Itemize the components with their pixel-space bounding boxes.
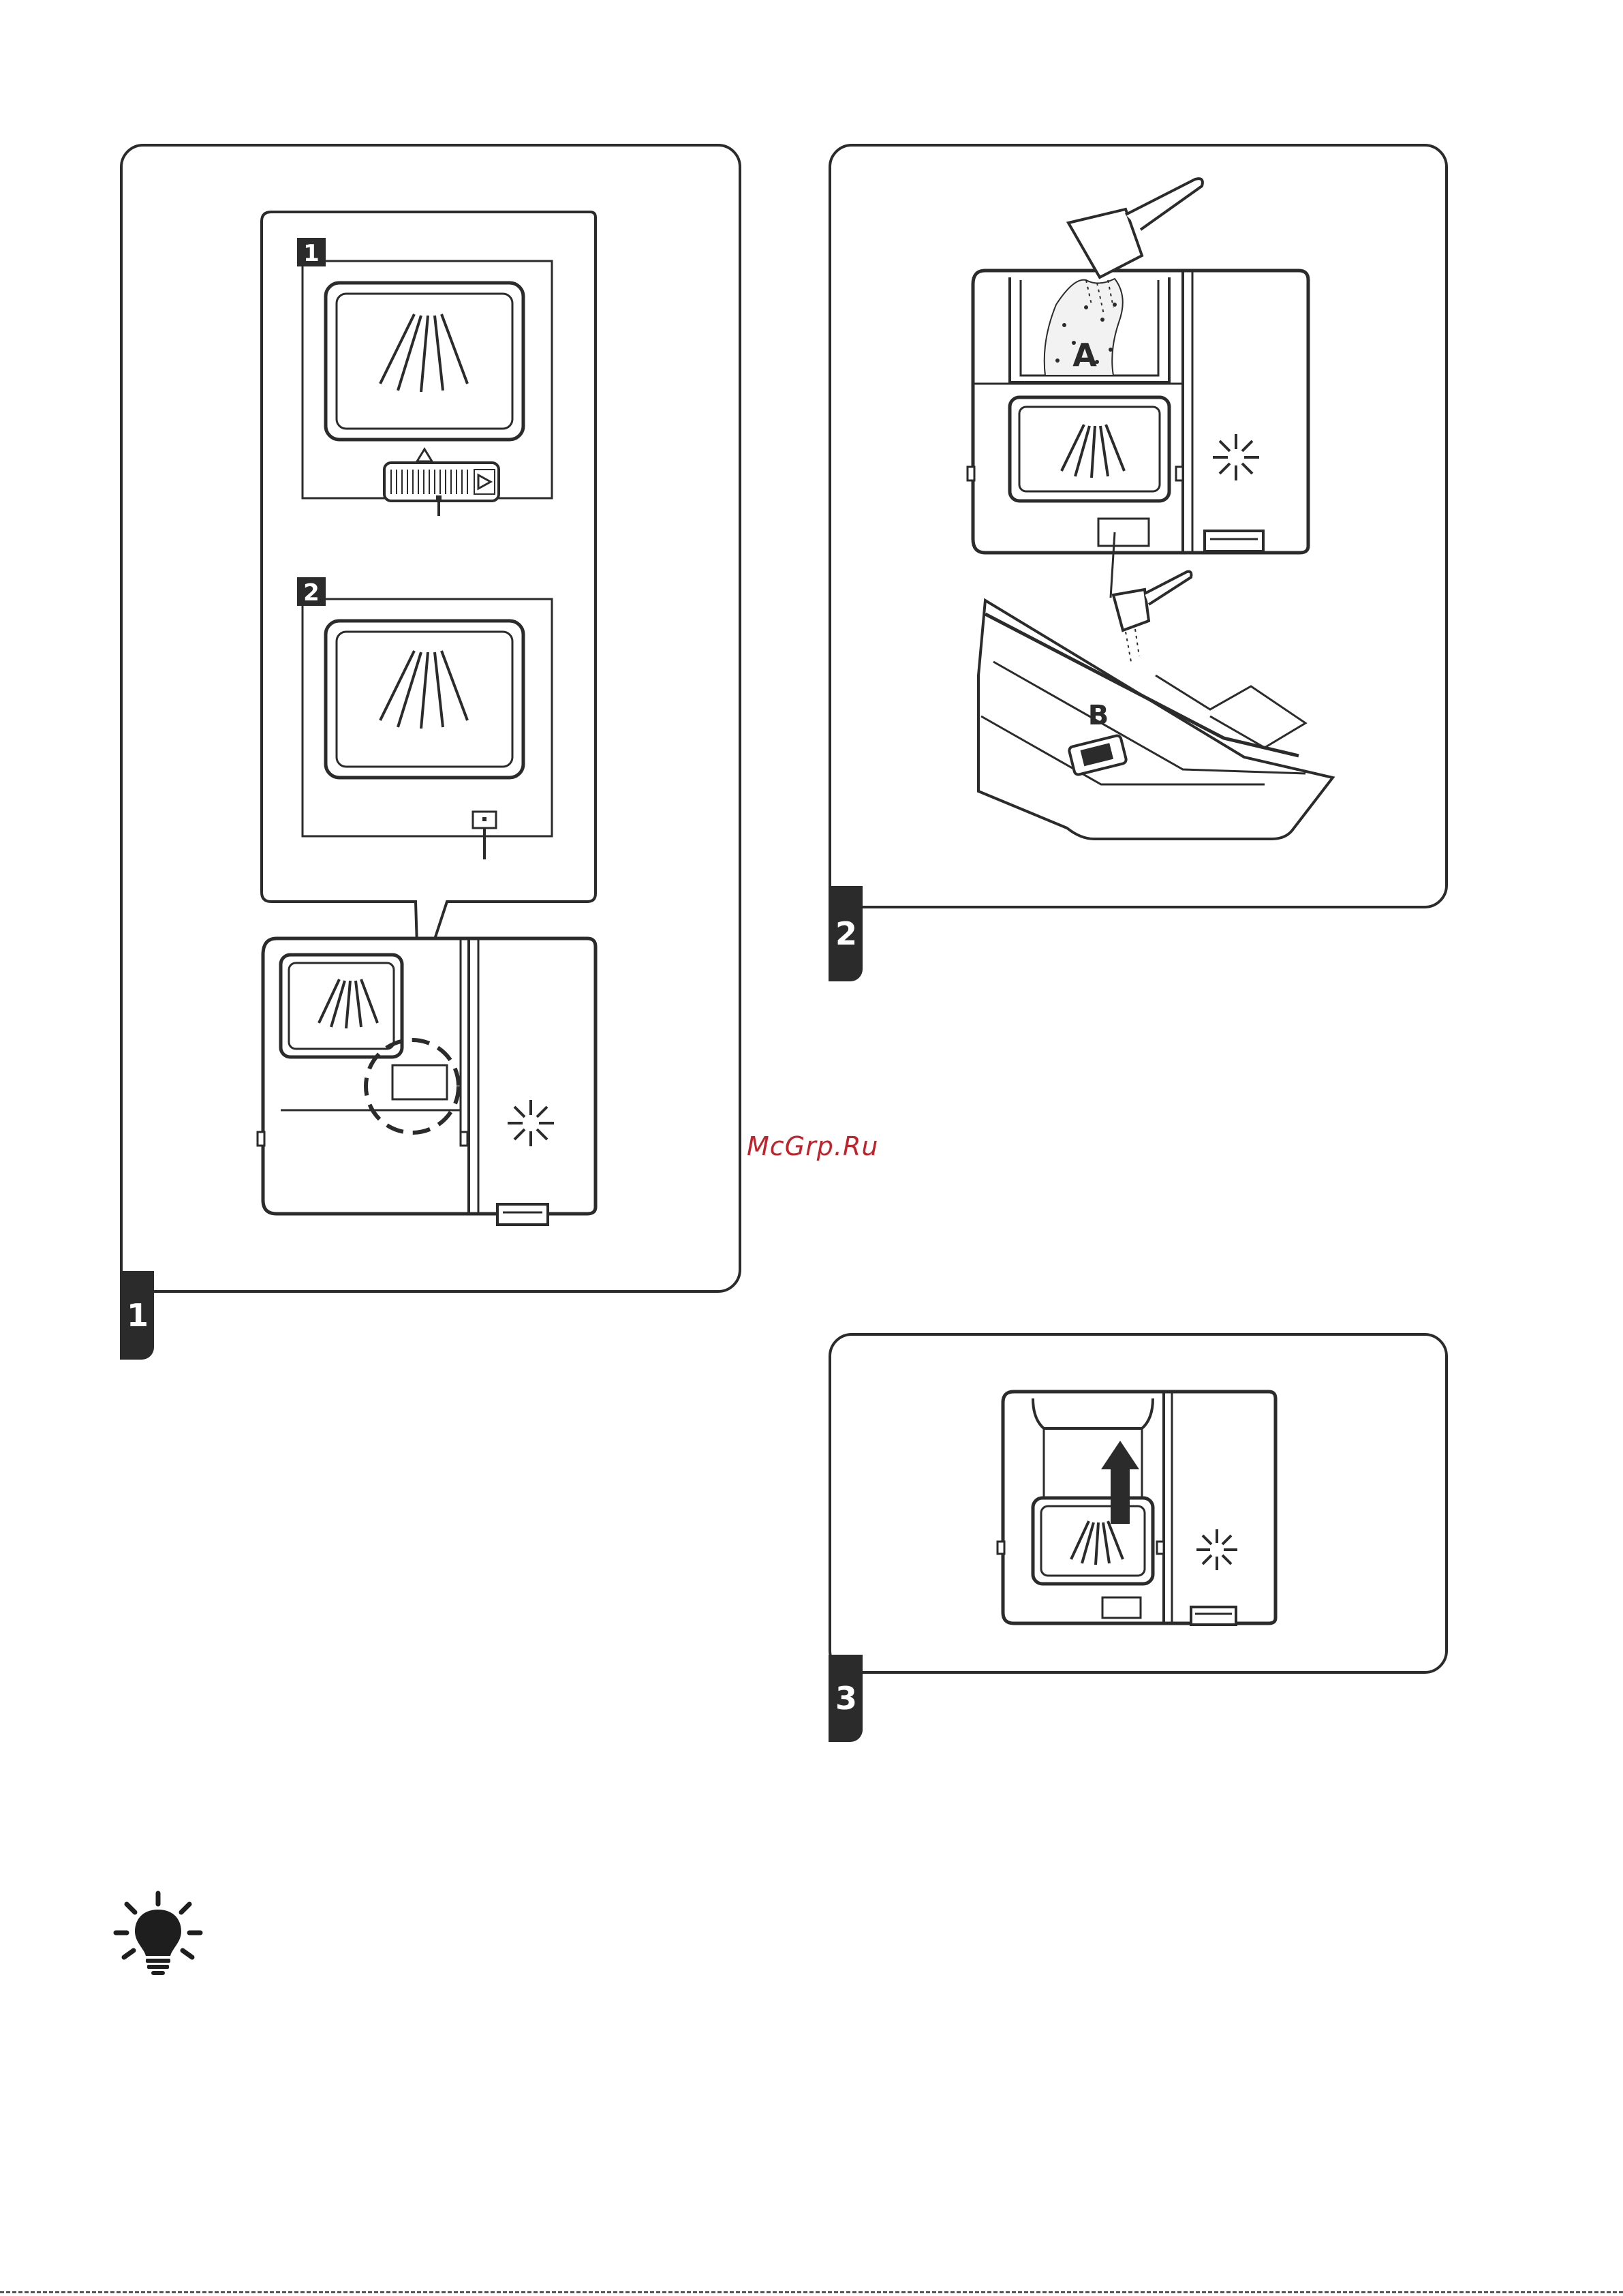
figure-1-illustration: 1 2 [120, 144, 741, 1293]
page-bottom-rule [0, 2291, 1623, 2293]
dishwasher-door-view [978, 532, 1333, 839]
step-1-number: 1 [303, 240, 320, 267]
figure-2-number: 2 [835, 915, 857, 952]
callout-label-a: A [1072, 337, 1097, 373]
dispenser-filling-view [968, 179, 1308, 553]
callout-label-b: B [1088, 700, 1109, 731]
step-2-number: 2 [303, 579, 320, 607]
watermark: McGrp.Ru [747, 1131, 878, 1161]
dispenser-closing-view [998, 1392, 1276, 1625]
lightbulb-icon [114, 1889, 203, 1978]
figure-2-illustration: A B [829, 144, 1448, 908]
figure-3-number: 3 [835, 1680, 857, 1717]
dispenser-front-view [258, 938, 596, 1225]
figure-3-illustration [829, 1333, 1448, 1674]
figure-1-number: 1 [127, 1297, 149, 1334]
